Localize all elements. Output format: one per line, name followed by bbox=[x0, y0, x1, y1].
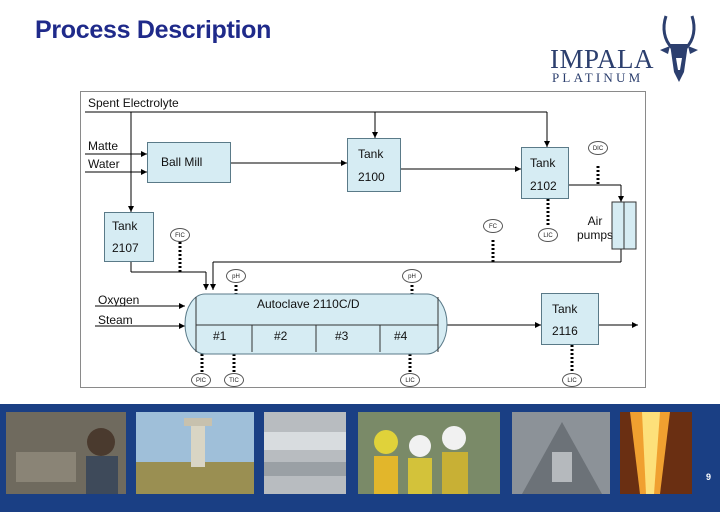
photo-headframe bbox=[136, 412, 254, 494]
tank-2100-id: 2100 bbox=[358, 170, 385, 184]
tank-2102-label: Tank bbox=[530, 156, 556, 170]
process-flow-diagram: Spent Electrolyte Matte Water Oxygen Ste… bbox=[80, 91, 646, 388]
air-pumps-label: Air pumps bbox=[576, 214, 614, 242]
logo-subtitle: PLATINUM bbox=[552, 70, 644, 85]
ball-mill-label: Ball Mill bbox=[161, 155, 203, 169]
air-pumps-unit bbox=[611, 201, 637, 250]
autoclave-compartment-2: #2 bbox=[274, 329, 288, 343]
flow-lines bbox=[85, 111, 638, 372]
autoclave-compartment-4: #4 bbox=[394, 329, 408, 343]
tank-2116-label: Tank bbox=[552, 302, 578, 316]
page-title: Process Description bbox=[35, 16, 272, 44]
photo-strip: 9 bbox=[0, 404, 720, 512]
oxygen-label: Oxygen bbox=[98, 293, 140, 307]
lic-tank-2102-instrument: LIC bbox=[538, 228, 558, 242]
autoclave-label: Autoclave 2110C/D bbox=[257, 297, 360, 311]
water-label: Water bbox=[88, 157, 120, 171]
photo-workers-helmets bbox=[358, 412, 500, 494]
dic-instrument: DIC bbox=[588, 141, 608, 155]
ball-mill: Ball Mill bbox=[147, 142, 231, 183]
autoclave-compartment-3: #3 bbox=[335, 329, 349, 343]
tank-2116: Tank 2116 bbox=[541, 293, 599, 345]
photo-mine-workers bbox=[6, 412, 126, 494]
tank-2107-id: 2107 bbox=[112, 241, 139, 255]
logo-wordmark: IMPALA bbox=[550, 44, 655, 74]
tank-2116-id: 2116 bbox=[552, 324, 578, 338]
tank-2102: Tank 2102 bbox=[521, 147, 569, 199]
photo-molten-metal bbox=[620, 412, 692, 494]
tank-2107: Tank 2107 bbox=[104, 212, 154, 262]
ph-instrument-1: pH bbox=[226, 269, 246, 283]
page-number: 9 bbox=[705, 472, 711, 482]
photo-processing-plant bbox=[512, 412, 610, 494]
tank-2100: Tank 2100 bbox=[347, 138, 401, 192]
autoclave-vessel bbox=[184, 293, 448, 355]
lic-tank-2116-instrument: LIC bbox=[562, 373, 582, 387]
tic-instrument: TIC bbox=[224, 373, 244, 387]
pic-instrument: PIC bbox=[191, 373, 211, 387]
fic-instrument: FIC bbox=[170, 228, 190, 242]
lic-autoclave-instrument: LIC bbox=[400, 373, 420, 387]
impala-head-icon bbox=[660, 15, 698, 82]
tank-2100-label: Tank bbox=[358, 147, 384, 161]
company-logo: IMPALA PLATINUM bbox=[545, 14, 710, 86]
tank-2102-id: 2102 bbox=[530, 179, 557, 193]
spent-electrolyte-label: Spent Electrolyte bbox=[88, 96, 179, 110]
photo-metal-sheets bbox=[264, 412, 346, 494]
steam-label: Steam bbox=[98, 313, 133, 327]
ph-instrument-2: pH bbox=[402, 269, 422, 283]
autoclave-compartment-1: #1 bbox=[213, 329, 227, 343]
fc-instrument: FC bbox=[483, 219, 503, 233]
tank-2107-label: Tank bbox=[112, 219, 138, 233]
matte-label: Matte bbox=[88, 139, 119, 153]
